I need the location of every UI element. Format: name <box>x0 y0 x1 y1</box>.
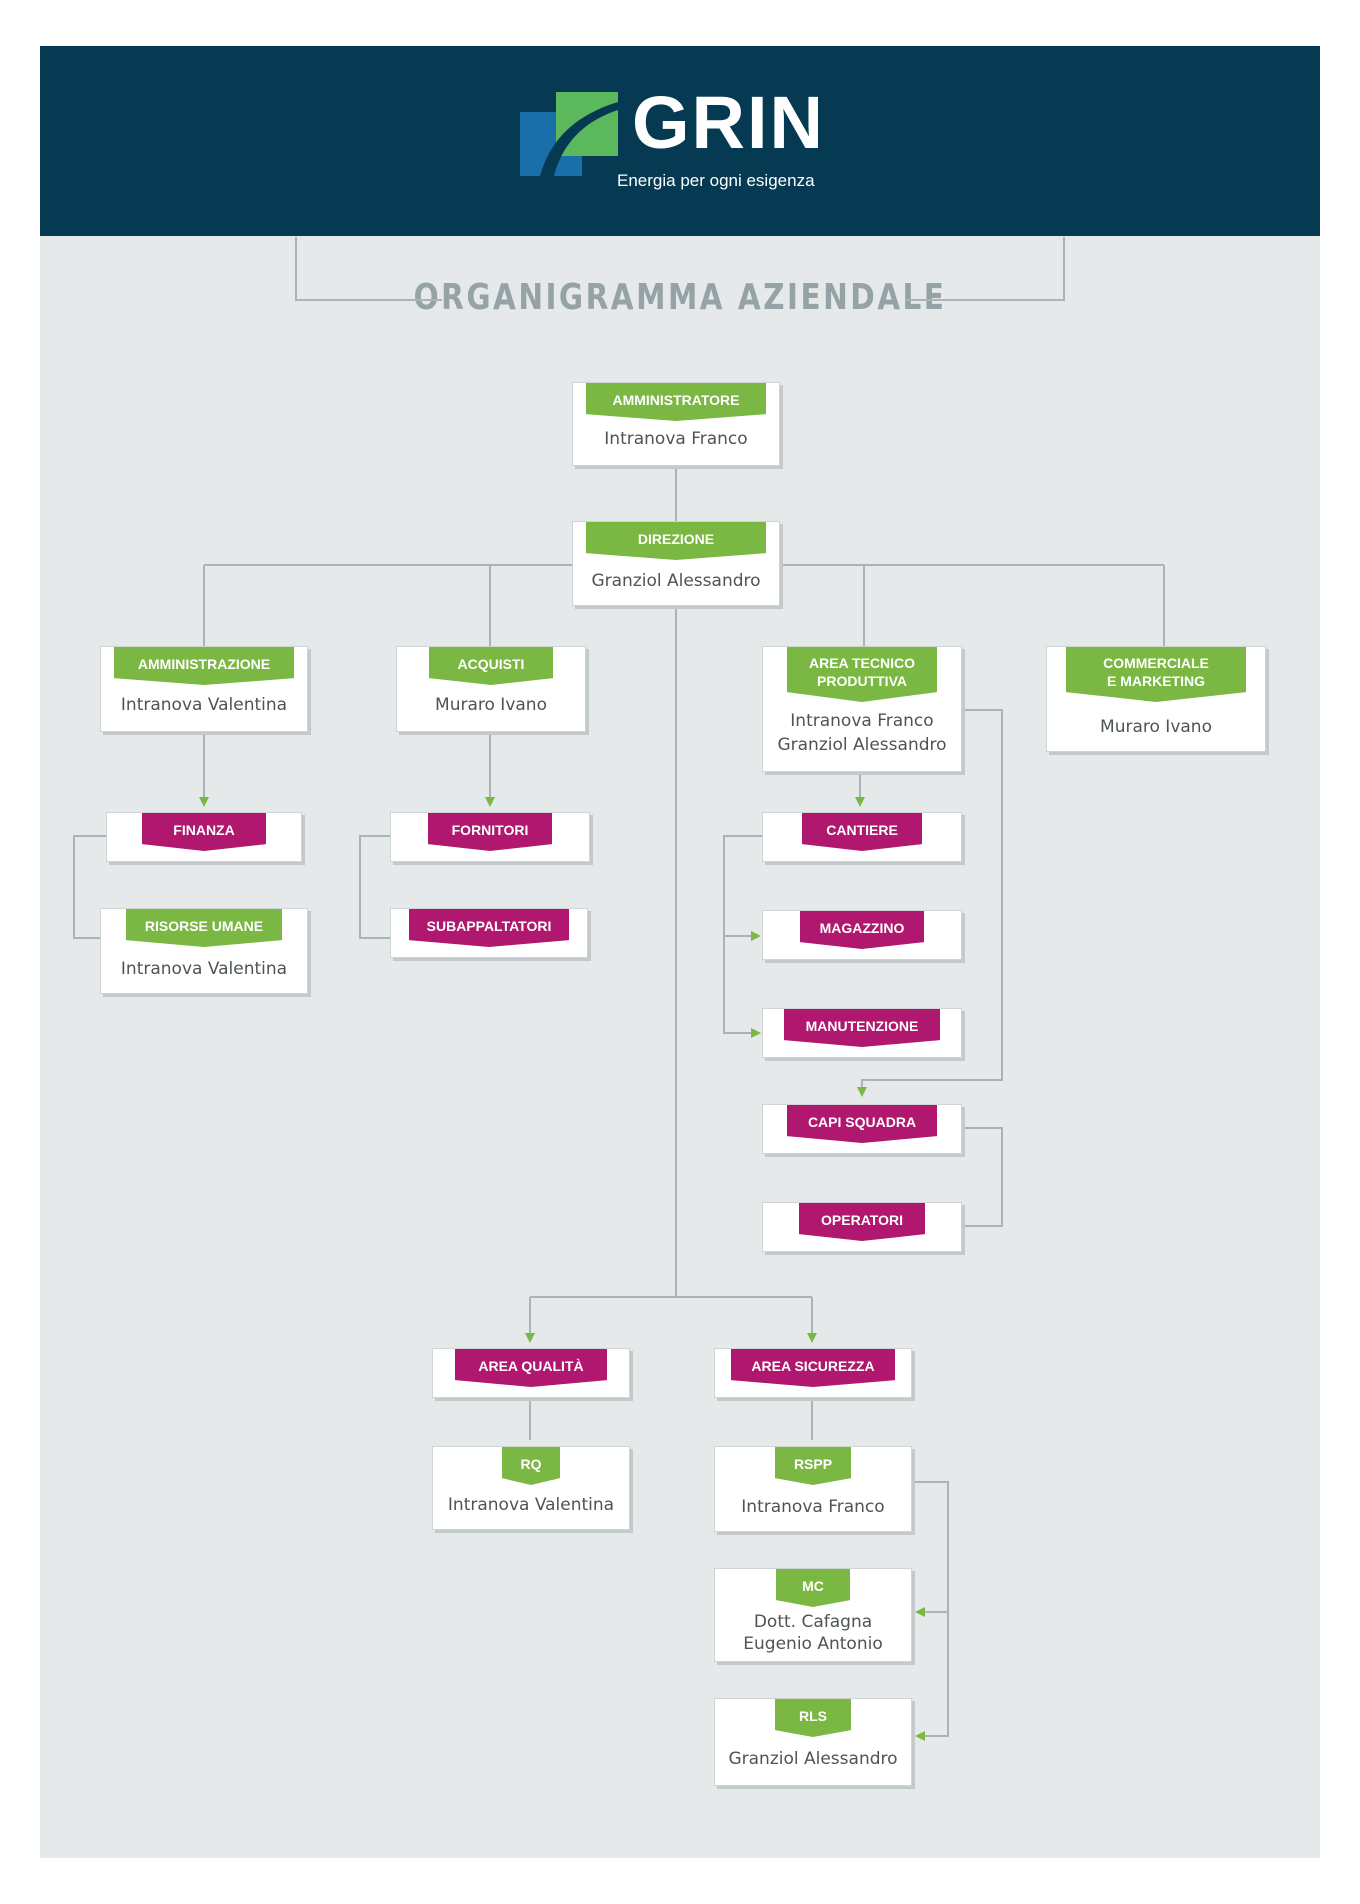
role-label: MAGAZZINO <box>800 911 924 949</box>
brand-tagline: Energia per ogni esigenza <box>617 171 815 190</box>
role-label: AMMINISTRATORE <box>586 383 766 421</box>
role-label: AREA TECNICO PRODUTTIVA <box>787 647 937 702</box>
role-label: MC <box>776 1569 850 1607</box>
role-label: SUBAPPALTATORI <box>409 909 569 947</box>
role-label: RQ <box>502 1447 560 1485</box>
node-capi-squadra[interactable]: CAPI SQUADRA <box>762 1104 962 1154</box>
node-amministratore[interactable]: AMMINISTRATORE Intranova Franco <box>572 382 780 466</box>
node-commerciale-marketing[interactable]: COMMERCIALE E MARKETING Muraro Ivano <box>1046 646 1266 752</box>
role-label: DIREZIONE <box>586 522 766 560</box>
person-name: Intranova Valentina <box>120 959 288 979</box>
role-label: ACQUISTI <box>429 647 553 685</box>
node-rls[interactable]: RLS Granziol Alessandro <box>714 1698 912 1786</box>
role-label: RSPP <box>775 1447 851 1485</box>
node-acquisti[interactable]: ACQUISTI Muraro Ivano <box>396 646 586 732</box>
person-name: Granziol Alessandro <box>591 571 761 591</box>
node-rq[interactable]: RQ Intranova Valentina <box>432 1446 630 1530</box>
node-area-sicurezza[interactable]: AREA SICUREZZA <box>714 1348 912 1398</box>
role-label: AMMINISTRAZIONE <box>114 647 294 685</box>
person-name: Muraro Ivano <box>1100 717 1212 737</box>
node-subappaltatori[interactable]: SUBAPPALTATORI <box>390 908 588 958</box>
person-name: Intranova Valentina <box>447 1495 615 1515</box>
role-label: OPERATORI <box>799 1203 925 1241</box>
node-rspp[interactable]: RSPP Intranova Franco <box>714 1446 912 1532</box>
node-amministrazione[interactable]: AMMINISTRAZIONE Intranova Valentina <box>100 646 308 732</box>
person-name: Intranova Franco <box>604 429 748 449</box>
person-name-1: Intranova Franco <box>790 711 934 731</box>
role-label: CANTIERE <box>802 813 922 851</box>
node-operatori[interactable]: OPERATORI <box>762 1202 962 1252</box>
role-label: CAPI SQUADRA <box>787 1105 937 1143</box>
node-direzione[interactable]: DIREZIONE Granziol Alessandro <box>572 521 780 606</box>
grin-logo-icon <box>520 92 618 176</box>
header-banner <box>40 46 1320 236</box>
node-risorse-umane[interactable]: RISORSE UMANE Intranova Valentina <box>100 908 308 994</box>
person-name: Intranova Valentina <box>120 695 288 715</box>
role-label-line2: E MARKETING <box>1107 673 1205 689</box>
role-label: AREA SICUREZZA <box>731 1349 895 1387</box>
node-area-tecnico-produttiva[interactable]: AREA TECNICO PRODUTTIVA Intranova Franco… <box>762 646 962 772</box>
person-name: Muraro Ivano <box>435 695 547 715</box>
person-name-1: Dott. Cafagna <box>753 1612 873 1632</box>
role-label: COMMERCIALE E MARKETING <box>1066 647 1246 702</box>
node-manutenzione[interactable]: MANUTENZIONE <box>762 1008 962 1058</box>
node-finanza[interactable]: FINANZA <box>106 812 302 862</box>
role-label-line2: PRODUTTIVA <box>817 673 907 689</box>
node-magazzino[interactable]: MAGAZZINO <box>762 910 962 960</box>
person-name-2: Eugenio Antonio <box>743 1634 883 1654</box>
page-title: ORGANIGRAMMA AZIENDALE <box>413 277 947 318</box>
node-mc[interactable]: MC Dott. Cafagna Eugenio Antonio <box>714 1568 912 1662</box>
role-label: AREA QUALITÀ <box>455 1349 607 1387</box>
role-label: RLS <box>775 1699 851 1737</box>
person-names: Intranova Franco Granziol Alessandro <box>763 709 961 757</box>
role-label: FORNITORI <box>428 813 552 851</box>
role-label: MANUTENZIONE <box>784 1009 940 1047</box>
node-fornitori[interactable]: FORNITORI <box>390 812 590 862</box>
role-label: RISORSE UMANE <box>126 909 282 947</box>
node-area-qualita[interactable]: AREA QUALITÀ <box>432 1348 630 1398</box>
role-label: FINANZA <box>142 813 266 851</box>
person-name-2: Granziol Alessandro <box>777 735 947 755</box>
node-cantiere[interactable]: CANTIERE <box>762 812 962 862</box>
brand-name: GRIN <box>632 81 825 164</box>
role-label-line1: AREA TECNICO <box>808 655 916 671</box>
person-name: Granziol Alessandro <box>728 1749 898 1769</box>
role-label-line1: COMMERCIALE <box>1103 655 1209 671</box>
person-name: Intranova Franco <box>741 1497 885 1517</box>
person-names: Dott. Cafagna Eugenio Antonio <box>715 1611 911 1655</box>
